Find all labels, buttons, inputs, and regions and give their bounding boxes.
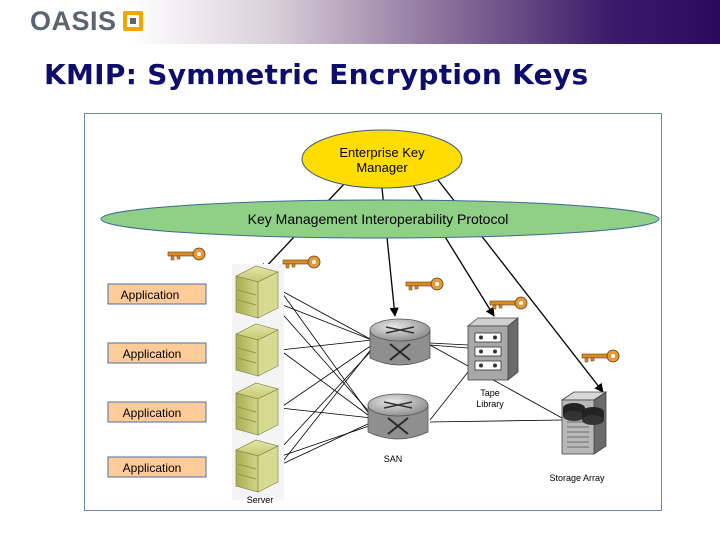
san-mesh-lines <box>269 289 563 466</box>
server-icon <box>235 439 279 493</box>
san-switch-icon <box>369 318 431 366</box>
application-label: Application <box>123 347 182 361</box>
logo-mark-icon <box>122 11 143 31</box>
key-icon <box>167 247 206 261</box>
page-title: KMIP: Symmetric Encryption Keys <box>44 58 589 91</box>
server-icon <box>235 382 279 436</box>
san-switch-icon <box>367 393 429 440</box>
server-label: Server <box>247 495 274 505</box>
tape-library-label-line1: Tape <box>480 388 500 398</box>
san-label: SAN <box>384 454 403 464</box>
application-label: Application <box>123 461 182 475</box>
tape-library-label-line2: Library <box>476 399 504 409</box>
logo-text: OASIS <box>30 5 117 36</box>
storage-array-label: Storage Array <box>549 473 605 483</box>
key-icon <box>405 277 444 291</box>
application-box: Application <box>107 456 207 478</box>
application-boxes: Application Application Application Appl… <box>107 283 207 478</box>
header-band <box>0 0 720 44</box>
protocol-label: Key Management Interoperability Protocol <box>248 211 509 227</box>
server-stack <box>232 264 284 500</box>
key-icon <box>581 349 620 363</box>
key-icon <box>282 255 321 269</box>
oasis-logo: OASIS <box>30 6 143 36</box>
application-label: Application <box>123 406 182 420</box>
server-icon <box>235 265 279 319</box>
application-box: Application <box>107 401 207 423</box>
application-box: Application <box>107 283 207 305</box>
server-icon <box>235 323 279 377</box>
key-manager-label-line1: Enterprise Key <box>339 145 425 160</box>
storage-array-icon <box>560 391 608 455</box>
application-label: Application <box>121 288 180 302</box>
protocol-ellipse <box>100 199 660 239</box>
tape-library-icon <box>466 317 520 381</box>
key-manager-label-line2: Manager <box>356 160 408 175</box>
key-icon <box>489 296 528 310</box>
key-manager-ellipse <box>301 129 463 189</box>
application-box: Application <box>107 342 207 364</box>
